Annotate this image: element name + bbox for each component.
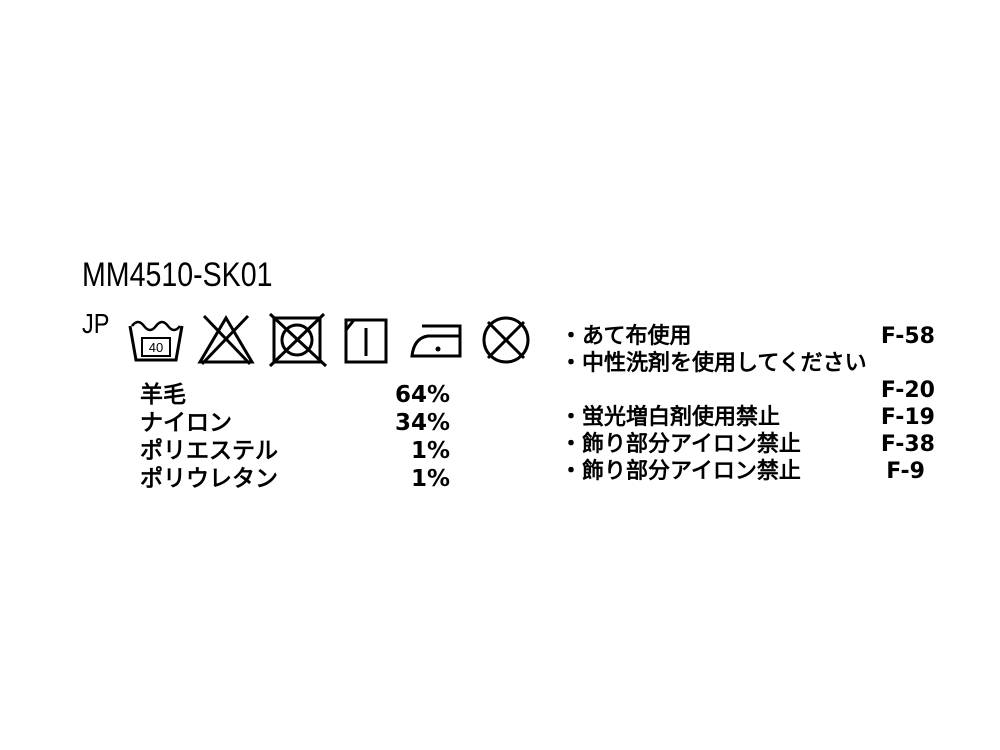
fiber-percent: 64%: [394, 382, 450, 408]
care-note: ・蛍光増白剤使用禁止 F-19: [560, 404, 935, 431]
care-note-text: ・飾り部分アイロン禁止: [560, 459, 801, 484]
care-note-text: ・中性洗剤を使用してください: [560, 351, 867, 376]
care-note-code: F-19: [880, 405, 935, 430]
fiber-percent: 34%: [394, 410, 450, 436]
composition-row: ポリウレタン 1%: [140, 465, 450, 493]
fiber-name: ナイロン: [140, 410, 232, 436]
care-note-code: F-9: [886, 459, 925, 484]
country-code: JP: [82, 308, 110, 339]
care-notes: ・あて布使用 F-58 ・中性洗剤を使用してください F-20 ・蛍光増白剤使用…: [560, 323, 935, 485]
product-code: MM4510-SK01: [82, 256, 273, 294]
care-note: ・飾り部分アイロン禁止 F-38: [560, 431, 935, 458]
composition-row: 羊毛 64%: [140, 381, 450, 409]
care-note: ・あて布使用 F-58: [560, 323, 935, 350]
care-note-text: ・飾り部分アイロン禁止: [560, 432, 801, 457]
care-note-code: F-20: [880, 378, 935, 403]
composition-row: ポリエステル 1%: [140, 437, 450, 465]
care-symbols: 40: [126, 312, 536, 368]
line-dry-shade-icon: [344, 318, 388, 364]
care-note-code: F-58: [880, 324, 935, 349]
no-bleach-icon: [197, 314, 255, 366]
care-note-text: ・蛍光増白剤使用禁止: [560, 405, 781, 430]
no-tumble-dry-icon: [268, 312, 328, 368]
composition-row: ナイロン 34%: [140, 409, 450, 437]
fiber-percent: 1%: [410, 466, 450, 492]
fiber-name: ポリウレタン: [140, 466, 278, 492]
no-dry-clean-icon: [482, 316, 530, 364]
care-note: F-20: [560, 377, 935, 404]
care-note: ・飾り部分アイロン禁止 F-9: [560, 458, 935, 485]
fiber-name: ポリエステル: [140, 438, 278, 464]
iron-low-icon: [410, 324, 462, 358]
fiber-composition: 羊毛 64% ナイロン 34% ポリエステル 1% ポリウレタン 1%: [140, 381, 450, 493]
care-note: ・中性洗剤を使用してください: [560, 350, 935, 377]
care-note-text: ・あて布使用: [560, 324, 692, 349]
fiber-percent: 1%: [410, 438, 450, 464]
wash-temp-text: 40: [149, 340, 163, 355]
wash-40-icon: 40: [128, 320, 184, 362]
fiber-name: 羊毛: [140, 382, 186, 408]
care-note-code: F-38: [880, 432, 935, 457]
